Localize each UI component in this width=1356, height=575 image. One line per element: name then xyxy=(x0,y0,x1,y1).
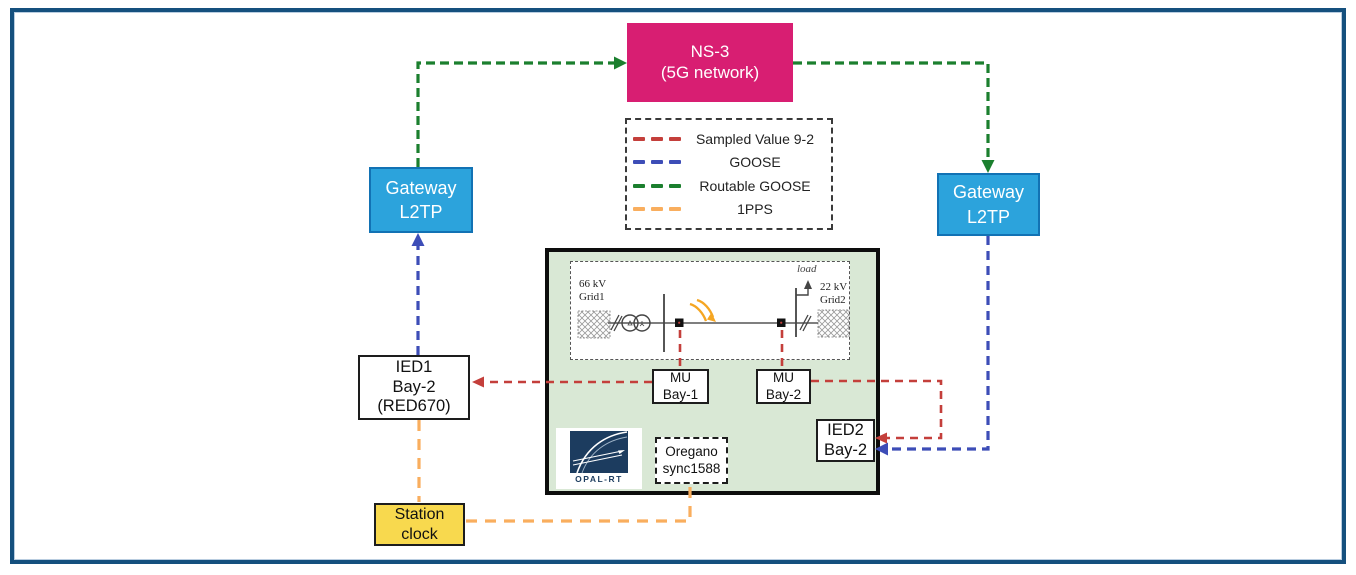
station-clock-line2: clock xyxy=(401,525,438,543)
legend-label: Sampled Value 9-2 xyxy=(695,131,815,148)
mu1-line2: Bay-1 xyxy=(662,386,699,402)
legend-label: Routable GOOSE xyxy=(699,177,811,194)
grid1-name: Grid1 xyxy=(579,290,605,303)
grid2-name: Grid2 xyxy=(820,293,846,306)
gateway-left-line1: Gateway xyxy=(385,177,457,198)
ied1-box: IED1 Bay-2 (RED670) xyxy=(358,355,470,420)
mu-bay1-box: MU Bay-1 xyxy=(652,369,709,404)
opal-rt-logo-icon xyxy=(570,431,628,473)
routable-goose-dash-icon xyxy=(633,183,689,188)
grid2-label: 22 kV Grid2 xyxy=(820,281,847,306)
legend-row-goose: GOOSE xyxy=(633,154,825,170)
ns3-subtitle: (5G network) xyxy=(660,62,760,82)
ied2-line2: Bay-2 xyxy=(823,440,868,459)
grid2-voltage: 22 kV xyxy=(820,281,848,293)
gateway-right-line2: L2TP xyxy=(966,206,1011,227)
legend: Sampled Value 9-2 GOOSE Routable GOOSE 1… xyxy=(625,118,833,230)
oregano-sync1588-box: Oregano sync1588 xyxy=(655,437,728,484)
ns3-title: NS-3 xyxy=(690,41,730,61)
ied1-line2: Bay-2 xyxy=(392,377,436,396)
legend-row-routable-goose: Routable GOOSE xyxy=(633,178,825,194)
pps-dash-icon xyxy=(633,206,689,211)
ns3-5g-network-box: NS-3 (5G network) xyxy=(627,23,793,102)
ied2-box: IED2 Bay-2 xyxy=(816,419,875,462)
oregano-line1: Oregano xyxy=(665,443,718,459)
station-clock-line1: Station xyxy=(394,505,445,523)
ied1-line3: (RED670) xyxy=(377,397,451,416)
opal-rt-logo: OPAL-RT xyxy=(556,428,642,489)
opal-rt-label: OPAL-RT xyxy=(575,474,623,484)
station-clock-box: Station clock xyxy=(374,503,465,546)
oregano-line2: sync1588 xyxy=(662,460,721,476)
power-grid-schematic xyxy=(570,261,850,360)
grid1-voltage: 66 kV xyxy=(579,278,607,290)
legend-row-1pps: 1PPS xyxy=(633,201,825,217)
mu-bay2-box: MU Bay-2 xyxy=(756,369,811,404)
sampled-value-dash-icon xyxy=(633,137,689,142)
gateway-right-line1: Gateway xyxy=(952,182,1025,203)
mu1-line1: MU xyxy=(670,370,691,386)
goose-dash-icon xyxy=(633,160,689,165)
legend-label: GOOSE xyxy=(729,154,781,171)
gateway-left-line2: L2TP xyxy=(399,202,443,222)
ied1-line1: IED1 xyxy=(395,357,433,376)
ied2-line1: IED2 xyxy=(827,420,864,439)
mu2-line1: MU xyxy=(773,370,794,386)
gateway-l2tp-left-box: Gateway L2TP xyxy=(369,167,473,233)
load-label: load xyxy=(797,263,817,275)
gateway-l2tp-right-box: Gateway L2TP xyxy=(937,173,1040,236)
legend-row-sampled-value: Sampled Value 9-2 xyxy=(633,131,825,147)
grid1-label: 66 kV Grid1 xyxy=(579,278,606,303)
legend-label: 1PPS xyxy=(737,200,773,217)
mu2-line2: Bay-2 xyxy=(765,386,802,402)
